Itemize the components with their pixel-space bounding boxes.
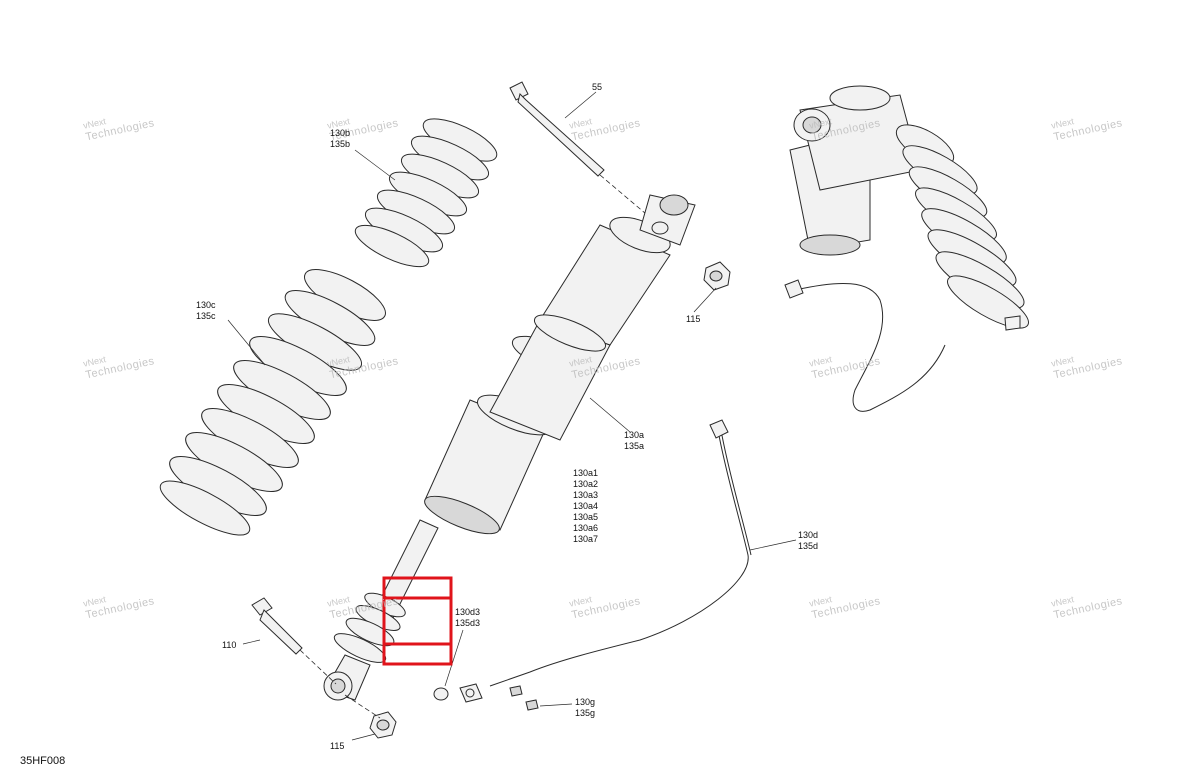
label-110[interactable]: 110: [222, 640, 237, 650]
bolt-110: [251, 597, 303, 655]
highlight-boxes: [382, 576, 453, 666]
shock-lower-eye: [323, 592, 406, 701]
bolt-55: [509, 81, 605, 177]
nut-115-bottom: [369, 711, 397, 739]
spring-main: [159, 269, 386, 536]
o-ring: [433, 687, 449, 701]
figure-code: 35HF008: [20, 755, 66, 767]
label-115-top[interactable]: 115: [686, 314, 701, 324]
nut-115-top: [703, 261, 731, 291]
shock-absorber: [373, 194, 696, 621]
assembled-shock: [784, 85, 1029, 412]
label-130a-subparts[interactable]: 130a1 130a2 130a3 130a4 130a5 130a6 130a…: [573, 468, 599, 544]
spring-upper: [354, 118, 498, 268]
label-55[interactable]: 55: [592, 82, 603, 92]
leader-lines: [227, 91, 797, 741]
sensor-cable: [459, 419, 752, 711]
label-115-bottom[interactable]: 115: [330, 741, 345, 751]
